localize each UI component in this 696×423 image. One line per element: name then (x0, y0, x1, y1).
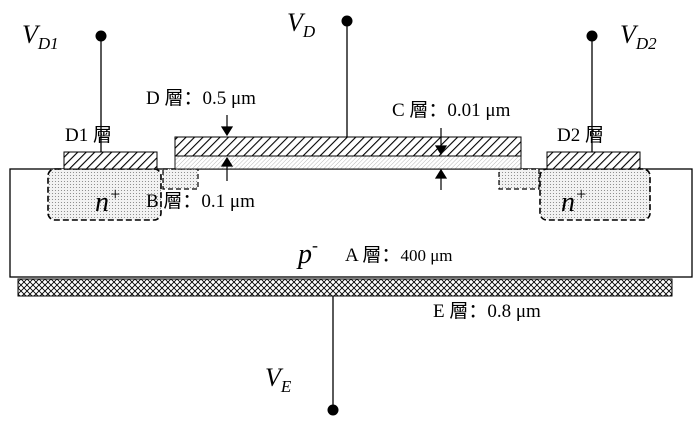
e-layer-backside (17, 278, 673, 297)
b-layer-pocket-right (498, 168, 540, 190)
d2-contact (546, 151, 641, 170)
d-layer-top-metal (174, 136, 522, 157)
vd2-label: VD2 (620, 20, 657, 53)
vd1-terminal-dot[interactable] (95, 30, 107, 42)
vd2-terminal-dot[interactable] (586, 30, 598, 42)
p-region-label: p- (296, 235, 318, 270)
d1-layer-label: D1 層 (65, 125, 112, 146)
a-layer-label: A 層：400 μm (345, 245, 453, 266)
d1-contact (63, 151, 158, 170)
d-layer-label: D 層：0.5 μm (146, 88, 256, 109)
c-layer-label: C 層：0.01 μm (392, 100, 511, 121)
c-layer-thickness-arrows (434, 128, 448, 190)
d-layer-thickness-arrows (220, 115, 234, 181)
ve-label: VE (265, 363, 292, 396)
n-plus-label-left: n+ (95, 184, 121, 218)
vd-terminal-dot[interactable] (341, 15, 353, 27)
n-plus-region-right (539, 168, 651, 221)
b-layer-pocket-left (162, 168, 199, 190)
vd1-label: VD1 (22, 20, 59, 53)
vd-label: VD (287, 8, 316, 41)
ve-terminal-dot[interactable] (327, 404, 339, 416)
b-layer-label: B 層：0.1 μm (146, 191, 255, 212)
e-layer-label: E 層：0.8 μm (433, 301, 541, 322)
n-plus-label-right: n+ (561, 184, 587, 218)
d2-layer-label: D2 層 (557, 125, 604, 146)
